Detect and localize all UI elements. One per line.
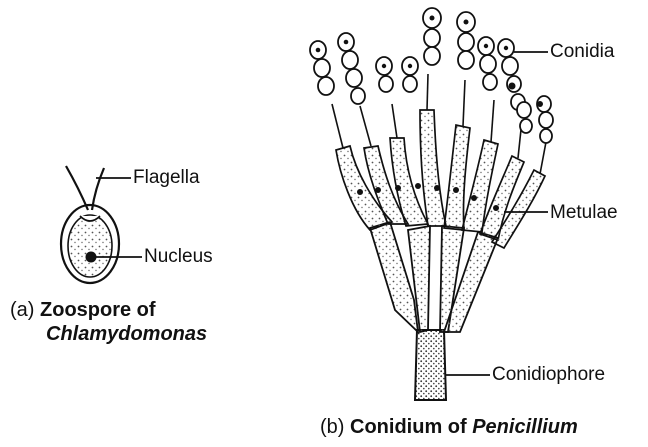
label-conidiophore: Conidiophore	[492, 365, 605, 384]
conidiophore-stalk	[415, 330, 446, 400]
caption-b-text: Conidium of	[350, 416, 467, 438]
label-conidia: Conidia	[550, 42, 614, 61]
label-flagella: Flagella	[133, 168, 200, 187]
caption-b-genus: Penicillium	[472, 416, 578, 438]
flagellum-left	[66, 166, 88, 210]
branches	[370, 222, 498, 332]
caption-a-genus: Chlamydomonas	[46, 323, 207, 346]
flagellum-right	[92, 168, 104, 210]
label-metulae: Metulae	[550, 203, 618, 222]
caption-b: (b) Conidium of Penicillium	[320, 416, 578, 439]
caption-a-line1: Zoospore of	[40, 299, 156, 321]
caption-b-prefix: (b)	[320, 416, 344, 438]
penicillium-drawing	[310, 8, 553, 400]
caption-a-prefix: (a)	[10, 299, 34, 321]
zoospore-drawing	[61, 166, 142, 283]
zoospore-cytoplasm	[68, 215, 112, 277]
label-nucleus: Nucleus	[144, 247, 213, 266]
zoospore-nucleus	[86, 252, 97, 263]
caption-a: (a) Zoospore of	[10, 299, 156, 322]
